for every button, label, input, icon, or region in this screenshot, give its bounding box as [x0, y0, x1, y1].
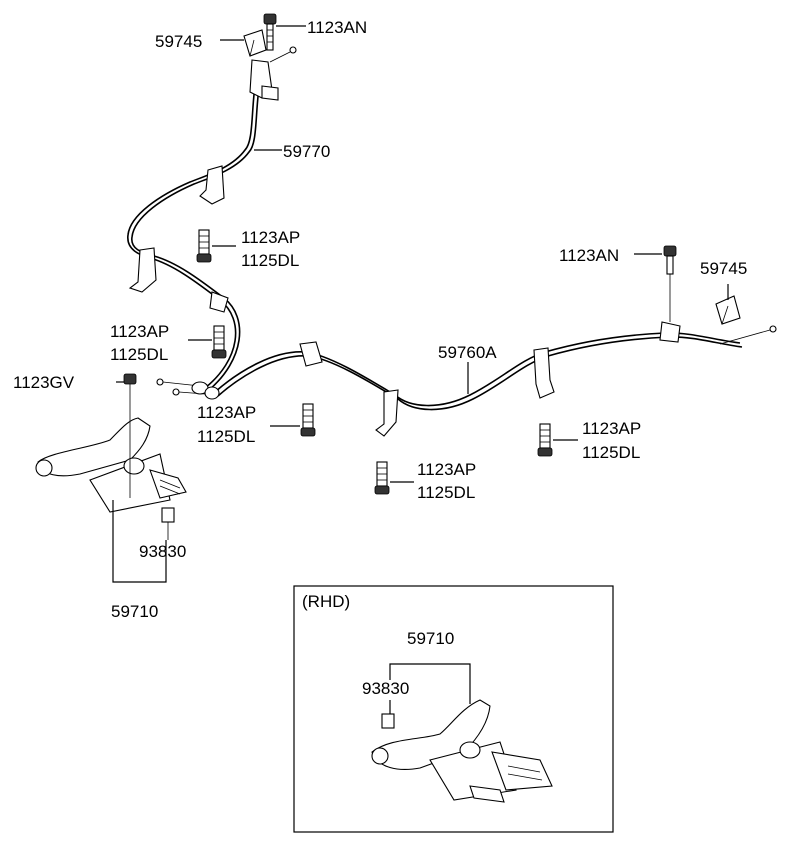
bolt-right-3	[537, 423, 553, 457]
bolt-left-upper	[196, 229, 212, 263]
switch-lhd	[161, 507, 175, 540]
bolt-top-left	[263, 13, 277, 51]
label-lever-lhd: 59710	[111, 602, 158, 621]
parking-brake-lever-rhd	[371, 699, 553, 803]
label-bolt-a3: 1123AP	[197, 403, 256, 422]
label-bolt-a3b: 1125DL	[197, 427, 255, 446]
label-bolt-a4: 1123AP	[417, 460, 476, 479]
label-bolt-a2: 1123AP	[110, 322, 169, 341]
leader-lines	[112, 25, 729, 583]
cable-ends-lever	[156, 378, 220, 400]
label-bolt-a2b: 1125DL	[110, 345, 168, 364]
label-bolt-gv: 1123GV	[13, 373, 75, 392]
bolt-top-right	[663, 245, 677, 322]
label-cable-right: 59760A	[438, 343, 497, 362]
bracket-left-upper	[199, 165, 225, 205]
rhd-panel-frame	[293, 585, 614, 833]
clip-top-left	[243, 29, 267, 57]
rhd-leader	[389, 663, 471, 704]
bracket-right-3	[533, 347, 555, 399]
rhd-switch-label: 93830	[362, 679, 409, 698]
bracket-left-lower	[209, 291, 229, 313]
rhd-panel-title: (RHD)	[302, 592, 350, 611]
parking-brake-lever-lhd	[35, 417, 187, 513]
label-clip-top-left: 59745	[155, 32, 202, 51]
label-switch-lhd: 93830	[139, 542, 186, 561]
rhd-lever-label: 59710	[407, 629, 454, 648]
label-bolt-a5b: 1125DL	[582, 443, 640, 462]
bolt-left-mid	[211, 325, 227, 359]
bracket-right-2	[375, 389, 399, 437]
bracket-right-1	[299, 341, 323, 367]
label-bolt-a4b: 1125DL	[417, 483, 475, 502]
bolt-right-1	[300, 403, 316, 437]
label-bolt-top-right: 1123AN	[559, 246, 619, 265]
label-bolt-a1b: 1125DL	[241, 251, 299, 270]
bracket-left-mid	[128, 247, 157, 293]
label-bolt-top-left: 1123AN	[307, 18, 367, 37]
label-bolt-a5: 1123AP	[582, 419, 641, 438]
label-bolt-a1: 1123AP	[241, 228, 300, 247]
label-clip-top-right: 59745	[700, 259, 747, 278]
clip-top-right	[715, 295, 741, 325]
bolt-right-2	[374, 461, 390, 495]
bolt-gv	[123, 373, 137, 498]
label-cable-left: 59770	[283, 142, 330, 161]
cable-left-end-fitting	[249, 46, 297, 101]
cable-right-end-fitting	[659, 321, 777, 345]
